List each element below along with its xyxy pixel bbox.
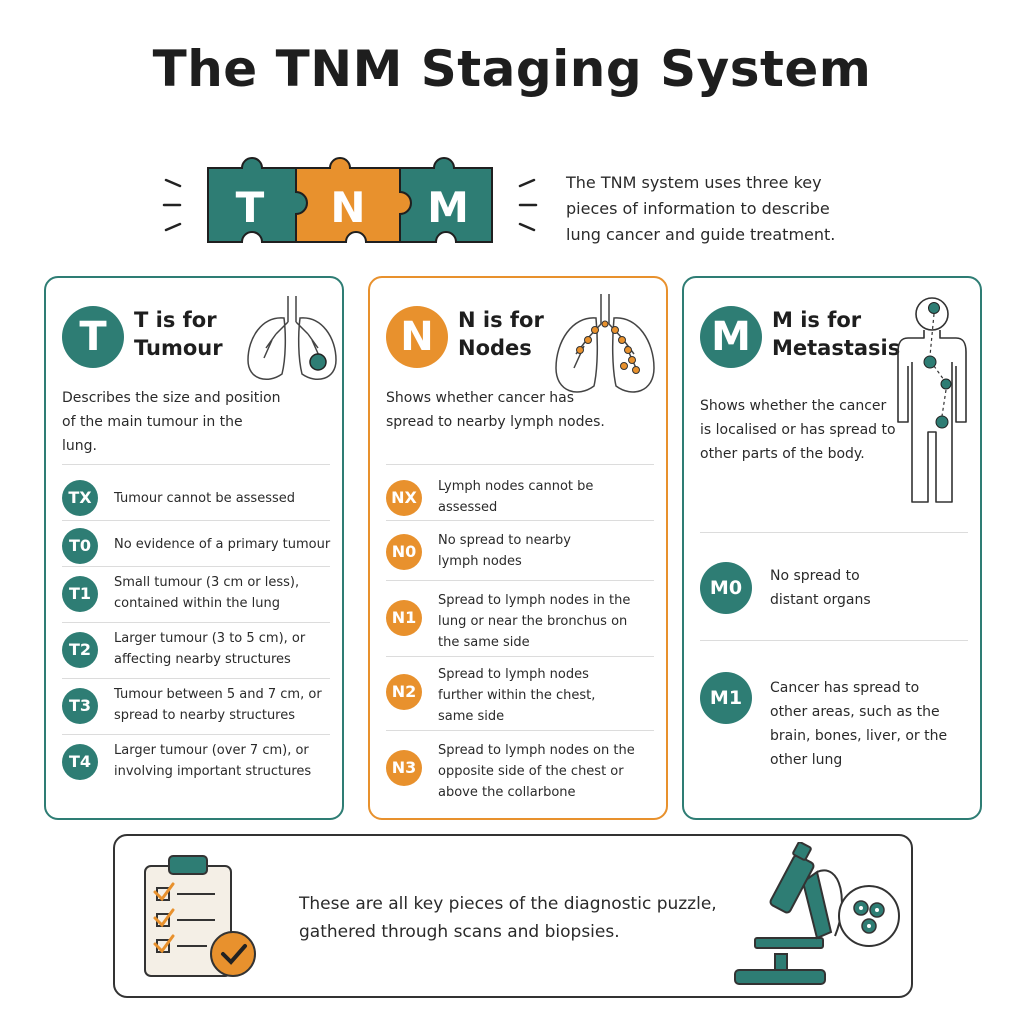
tumour-card: T T is for Tumour Describes the size and… xyxy=(44,276,344,820)
code-badge: NX xyxy=(386,480,422,516)
nodes-card: N N is for Nodes Shows whether cancer ha… xyxy=(368,276,668,820)
item-text: No spread to nearby lymph nodes xyxy=(438,533,571,569)
item-text: No spread to distant organs xyxy=(770,568,871,608)
puzzle-letter-m: M xyxy=(427,183,469,232)
card-title-line1: M is for xyxy=(772,308,862,332)
divider xyxy=(62,464,330,465)
card-title-line2: Metastasis xyxy=(772,336,901,360)
divider xyxy=(62,622,330,623)
card-title-line1: N is for xyxy=(458,308,544,332)
metastasis-card: M M is for Metastasis Shows whether the … xyxy=(682,276,982,820)
card-title-line2: Nodes xyxy=(458,336,532,360)
m-badge: M xyxy=(700,306,762,368)
card-header: N N is for Nodes xyxy=(386,302,654,372)
divider xyxy=(386,730,654,731)
code-badge: T0 xyxy=(62,528,98,564)
puzzle-letter-n: N xyxy=(330,183,365,232)
item-text: Spread to lymph nodes on the opposite si… xyxy=(438,743,635,800)
card-header: M M is for Metastasis xyxy=(700,302,968,372)
t-badge: T xyxy=(62,306,124,368)
divider xyxy=(386,656,654,657)
puzzle-piece-m xyxy=(399,157,493,243)
code-badge: T3 xyxy=(62,688,98,724)
item-text: Cancer has spread to other areas, such a… xyxy=(770,680,948,768)
code-badge: M0 xyxy=(700,562,752,614)
n-badge: N xyxy=(386,306,448,368)
divider xyxy=(62,678,330,679)
item-text: Tumour cannot be assessed xyxy=(114,491,296,506)
lungs-with-tumour-icon xyxy=(247,296,337,380)
item-text: Lymph nodes cannot be assessed xyxy=(438,479,594,515)
divider xyxy=(62,566,330,567)
clipboard-checklist-icon xyxy=(144,855,256,977)
lungs-with-lymph-nodes-icon xyxy=(555,294,655,393)
item-text: Spread to lymph nodes further within the… xyxy=(438,667,596,724)
bottom-text: These are all key pieces of the diagnost… xyxy=(299,894,717,942)
divider xyxy=(386,580,654,581)
code-badge: N1 xyxy=(386,600,422,636)
code-badge: N0 xyxy=(386,534,422,570)
card-description: Describes the size and position of the m… xyxy=(62,390,281,454)
item-text: Spread to lymph nodes in the lung or nea… xyxy=(438,593,631,650)
divider xyxy=(386,464,654,465)
card-header: T T is for Tumour xyxy=(62,302,330,372)
body-metastasis-icon xyxy=(897,297,967,503)
tnm-puzzle-icon: T N M xyxy=(162,157,538,243)
card-title: M is for Metastasis xyxy=(772,306,900,362)
page-title: The TNM Staging System xyxy=(152,40,872,98)
divider xyxy=(386,520,654,521)
code-badge: T2 xyxy=(62,632,98,668)
code-badge: N3 xyxy=(386,750,422,786)
divider xyxy=(700,640,968,641)
card-title-line2: Tumour xyxy=(134,336,223,360)
divider xyxy=(62,734,330,735)
code-badge: TX xyxy=(62,480,98,516)
item-text: Small tumour (3 cm or less), contained w… xyxy=(114,575,300,611)
item-text: No evidence of a primary tumour xyxy=(114,537,331,552)
card-title-line1: T is for xyxy=(134,308,217,332)
microscope-icon xyxy=(734,842,900,985)
item-text: Larger tumour (3 to 5 cm), or affecting … xyxy=(114,631,306,667)
puzzle-letter-t: T xyxy=(236,183,265,232)
card-title: N is for Nodes xyxy=(458,306,544,362)
intro-text: The TNM system uses three key pieces of … xyxy=(566,173,836,244)
divider xyxy=(62,520,330,521)
card-title: T is for Tumour xyxy=(134,306,223,362)
code-badge: T1 xyxy=(62,576,98,612)
code-badge: N2 xyxy=(386,674,422,710)
item-text: Larger tumour (over 7 cm), or involving … xyxy=(114,743,312,779)
code-badge: M1 xyxy=(700,672,752,724)
card-description: Shows whether cancer has spread to nearb… xyxy=(386,390,605,430)
bottom-banner: These are all key pieces of the diagnost… xyxy=(113,834,913,998)
card-description: Shows whether the cancer is localised or… xyxy=(700,398,896,462)
code-badge: T4 xyxy=(62,744,98,780)
item-text: Tumour between 5 and 7 cm, or spread to … xyxy=(114,687,322,723)
divider xyxy=(700,532,968,533)
